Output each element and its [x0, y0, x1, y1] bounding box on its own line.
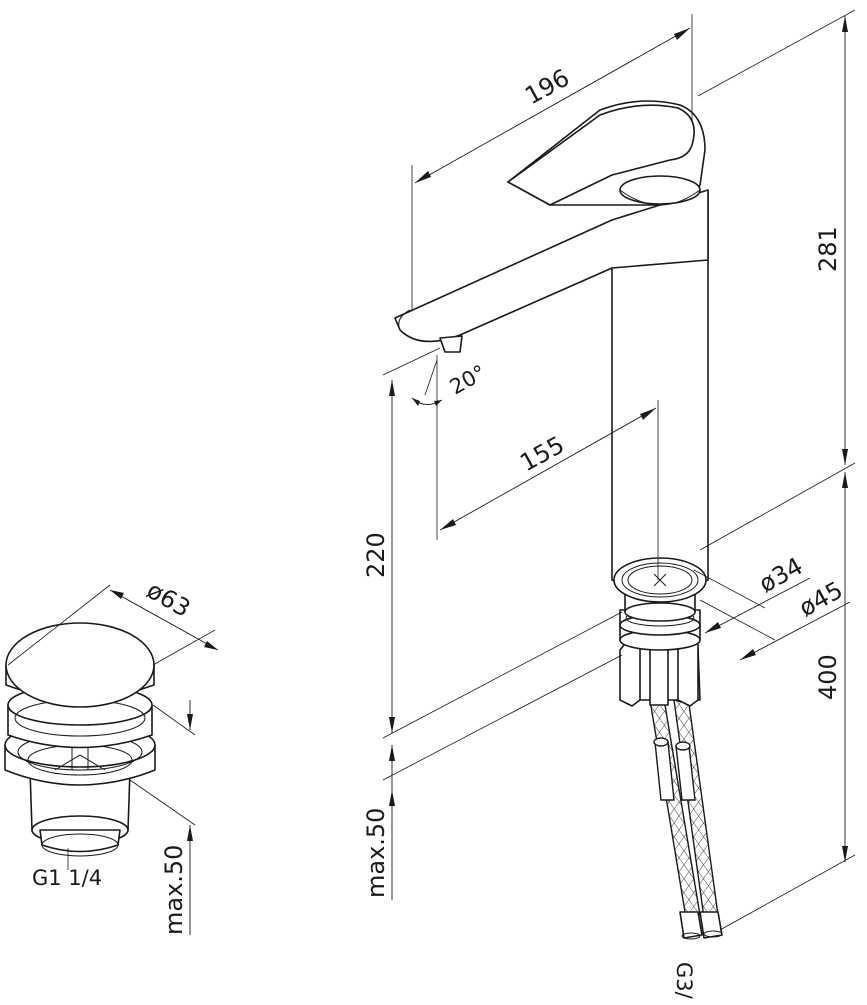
mounting-assembly — [619, 594, 701, 707]
dim-220-label: 220 — [362, 532, 390, 578]
dim-155-label: 155 — [515, 431, 569, 478]
faucet — [394, 100, 723, 940]
supply-hoses — [649, 698, 723, 940]
lever-handle — [507, 100, 706, 206]
dim-max50-drain-label: max.50 — [160, 845, 188, 935]
spout — [394, 189, 709, 353]
dim-196-label: 196 — [520, 64, 574, 111]
dim-ø34-label: ø34 — [754, 552, 807, 598]
faucet-dimensions — [382, 9, 856, 931]
dim-ø63-label: ø63 — [142, 576, 195, 623]
dim-max50-faucet-label: max.50 — [362, 808, 390, 898]
thread-g114-label: G1 1/4 — [32, 866, 102, 890]
dim-400-label: 400 — [814, 654, 842, 700]
dim-ø45-label: ø45 — [794, 576, 847, 622]
drain-assembly — [4, 622, 156, 857]
dim-20-angle-label: 20° — [446, 360, 490, 399]
faucet-body — [611, 189, 709, 603]
dim-281-label: 281 — [814, 226, 842, 272]
thread-g38-label: G3/8 — [672, 962, 696, 1000]
drain-dimensions — [7, 584, 219, 935]
